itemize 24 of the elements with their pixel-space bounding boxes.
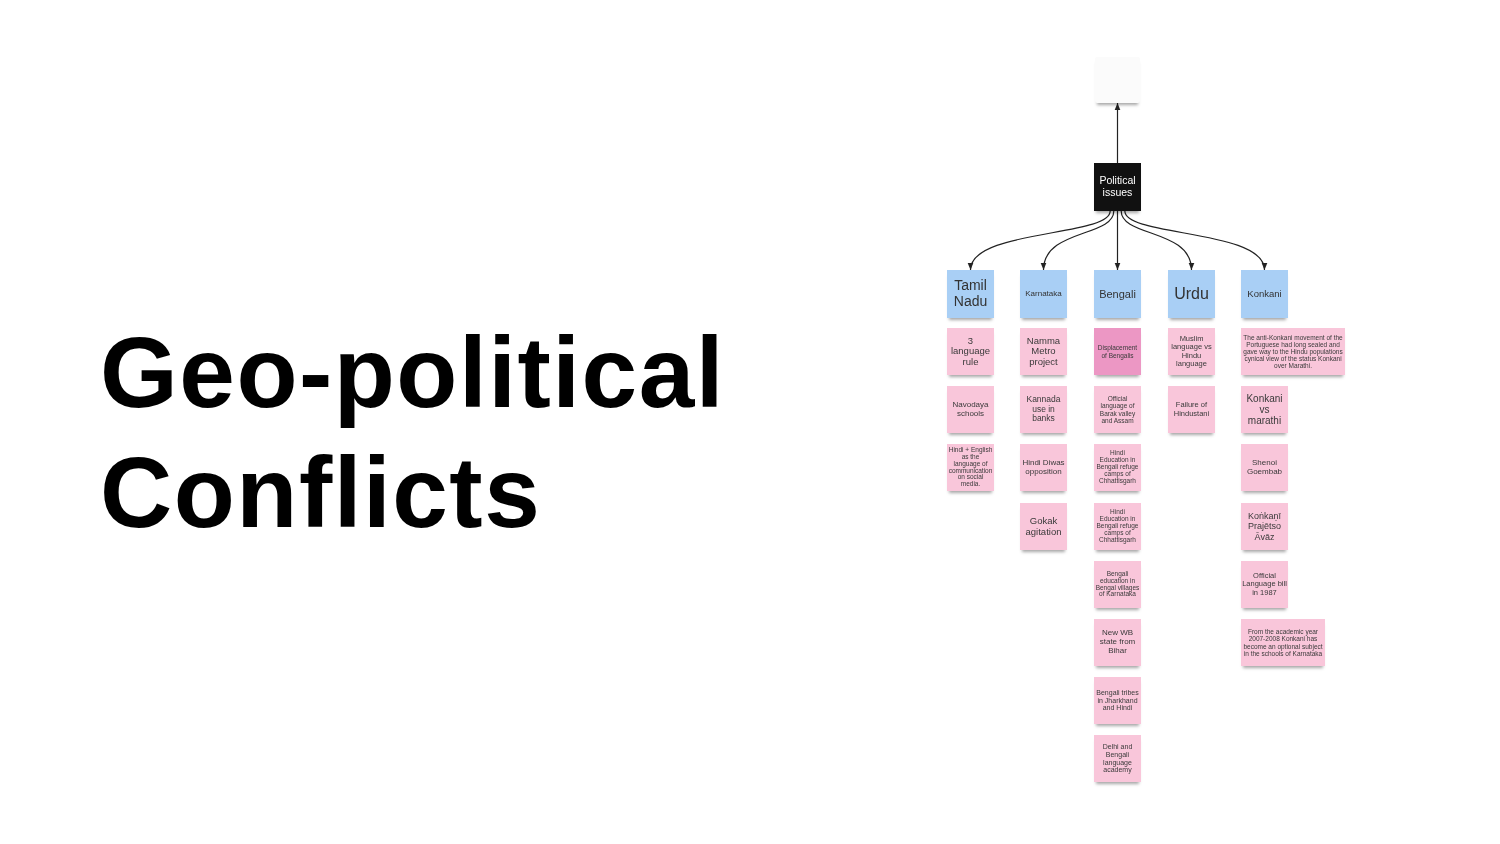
sticky-note: Gokak agitation (1020, 503, 1067, 550)
root-note: Political issues (1094, 163, 1141, 211)
category-note: Bengali (1094, 270, 1141, 318)
note-card (1095, 57, 1140, 103)
arrow (969, 210, 1111, 271)
category-note: Tamil Nadu (947, 270, 994, 318)
slide-title: Geo-political Conflicts (100, 315, 727, 550)
sticky-note: Navodaya schools (947, 386, 994, 433)
category-note: Urdu (1168, 270, 1215, 318)
arrow (1120, 210, 1194, 271)
arrow (1114, 210, 1121, 271)
sticky-note: Koṅkaṇī Prajētso Āvāz (1241, 503, 1288, 550)
sticky-note: Kannada use in banks (1020, 386, 1067, 433)
sticky-note: 3 language rule (947, 328, 994, 375)
sticky-note: New WB state from Bihar (1094, 619, 1141, 666)
category-note: Karnataka (1020, 270, 1067, 318)
sticky-note: Namma Metro project (1020, 328, 1067, 375)
sticky-note: Hindi Diwas opposition (1020, 444, 1067, 491)
category-note: Konkani (1241, 270, 1288, 318)
arrow (1124, 210, 1266, 271)
arrow (1041, 210, 1115, 271)
sticky-note: Konkani vs marathi (1241, 386, 1288, 433)
arrow (1114, 102, 1121, 164)
sticky-note: Shenoi Goembab (1241, 444, 1288, 491)
